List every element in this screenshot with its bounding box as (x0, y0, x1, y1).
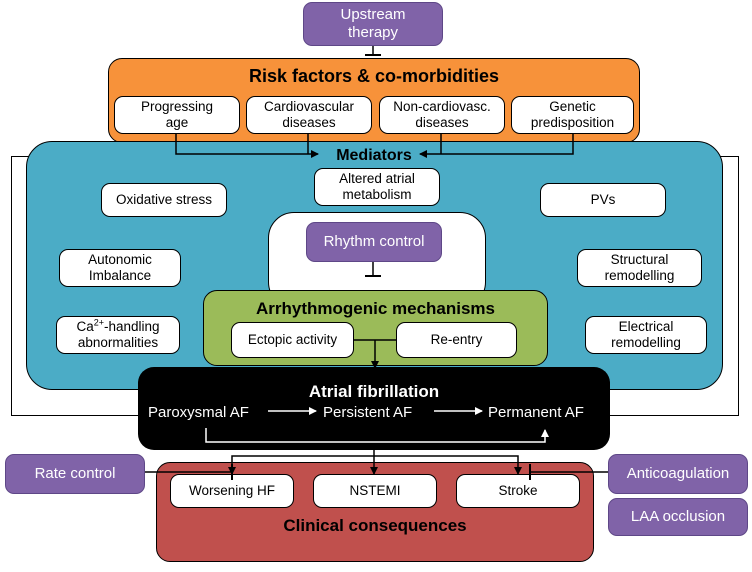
rhythm-control-inhibition (365, 262, 381, 277)
mediator-ca-handling: Ca2+-handling abnormalities (56, 316, 180, 354)
af-progression-arrows (205, 407, 549, 443)
af-permanent: Permanent AF (488, 404, 584, 421)
clinical-consequences-title: Clinical consequences (283, 516, 467, 535)
consequence-worsening-hf: Worsening HF (170, 474, 294, 508)
mechanism-re-entry: Re-entry (396, 322, 517, 358)
mediator-structural-remodelling: Structural remodelling (577, 249, 702, 287)
upstream-therapy-box: Upstream therapy (303, 2, 443, 46)
risk-item-label: Progressing age (140, 99, 214, 130)
mediator-electrical-remodelling: Electrical remodelling (585, 316, 707, 354)
ca-superscript: 2+ (93, 317, 104, 328)
arrhythmogenic-title: Arrhythmogenic mechanisms (255, 299, 495, 318)
risk-item-label: Non-cardiovasc. diseases (393, 99, 491, 130)
af-persistent: Persistent AF (323, 404, 413, 421)
anticoagulation-box: Anticoagulation (608, 454, 748, 494)
ca-suffix: -handling abnormalities (77, 319, 160, 350)
ca-prefix: Ca (76, 319, 94, 334)
mediator-oxidative-stress: Oxidative stress (101, 183, 227, 217)
risk-factors-title: Risk factors & co-morbidities (248, 66, 500, 86)
af-title: Atrial fibrillation (308, 382, 440, 401)
mediator-pvs: PVs (540, 183, 666, 217)
rate-control-box: Rate control (5, 454, 145, 494)
atrial-fibrillation-panel (138, 367, 610, 450)
rate-control-inhibition (145, 464, 233, 480)
mediator-autonomic-imbalance: Autonomic Imbalance (59, 249, 181, 287)
upstream-therapy-label: Upstream therapy (340, 6, 406, 41)
consequence-stroke: Stroke (456, 474, 580, 508)
upstream-inhibition (365, 46, 381, 56)
af-to-consequences-connectors (228, 450, 522, 475)
risk-item-label: Cardiovascular diseases (263, 99, 355, 130)
mediator-label: Structural remodelling (604, 252, 675, 283)
risk-item-label: Genetic predisposition (530, 99, 615, 130)
mechanisms-to-af-arrow (354, 339, 396, 369)
mechanism-ectopic-activity: Ectopic activity (231, 322, 354, 358)
rhythm-control-box: Rhythm control (306, 222, 442, 262)
mediator-label: Autonomic Imbalance (88, 252, 152, 283)
risk-item-genetic: Genetic predisposition (511, 96, 634, 134)
laa-occlusion-box: LAA occlusion (608, 498, 748, 536)
risk-to-mediators-connectors (175, 134, 574, 158)
mediators-title: Mediators (336, 147, 412, 164)
risk-item-non-cardiovascular: Non-cardiovasc. diseases (379, 96, 505, 134)
af-paroxysmal: Paroxysmal AF (148, 404, 249, 421)
mediator-label: Altered atrial metabolism (339, 171, 415, 202)
risk-item-age: Progressing age (114, 96, 240, 134)
mediator-altered-metabolism: Altered atrial metabolism (314, 168, 440, 206)
mediator-label: Electrical remodelling (611, 319, 681, 350)
anticoagulation-inhibition (529, 464, 608, 480)
risk-item-cardiovascular: Cardiovascular diseases (246, 96, 372, 134)
mediator-label: Ca2+-handling abnormalities (63, 317, 173, 351)
